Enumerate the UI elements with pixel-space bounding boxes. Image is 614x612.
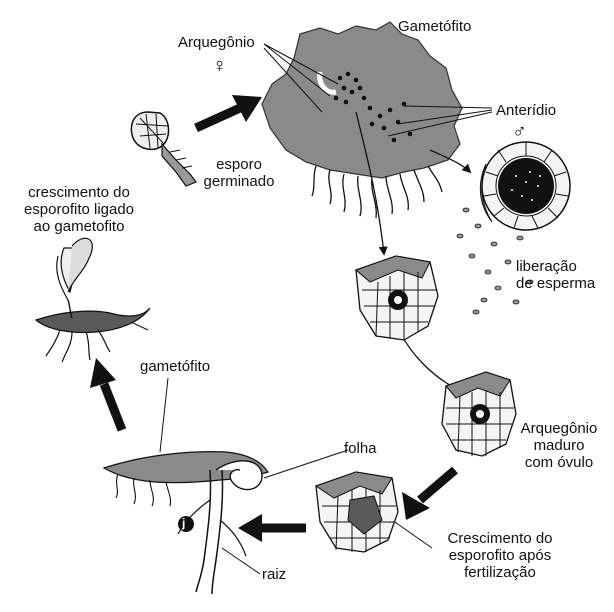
label-raiz: raiz (262, 566, 286, 583)
label-arquegonio: Arquegônio (178, 34, 255, 51)
archegonium-young (356, 256, 438, 340)
label-esporo-line2: germinado (196, 173, 282, 190)
label-liberacao-esperma: liberação de esperma (516, 258, 595, 292)
marker-letter: j (182, 515, 185, 532)
germinated-spore (131, 112, 196, 186)
label-liberacao-line1: liberação (516, 258, 595, 275)
female-symbol: ♀ (212, 56, 227, 76)
sporophyte-on-gametophyte (36, 238, 150, 362)
label-crescimento-line2: esporofito ligado (6, 201, 152, 218)
archegonium-mature (442, 372, 516, 456)
cycle-arrow-left (90, 358, 122, 430)
label-crescimento-esporofito: crescimento do esporofito ligado ao game… (6, 184, 152, 235)
marker-dot (178, 516, 194, 532)
label-arq-maduro-line3: com óvulo (514, 454, 604, 471)
archegonium-fertilized (316, 472, 398, 552)
gametophyte-top (262, 22, 462, 218)
label-anteridio: Anterídio (496, 102, 556, 119)
label-gametofito-bottom: gametófito (140, 358, 210, 375)
male-symbol: ♂ (512, 122, 527, 142)
label-liberacao-line2: de esperma (516, 275, 595, 292)
cycle-arrow-right-bottom (402, 470, 455, 520)
label-crescimento-fertilizacao: Crescimento do esporofito após fertiliza… (436, 530, 564, 581)
label-folha: folha (344, 440, 377, 457)
label-esporo-germinado: esporo germinado (196, 156, 282, 190)
label-cresc-fert-line3: fertilização (436, 564, 564, 581)
antheridium (480, 142, 570, 230)
label-arq-maduro-line2: maduro (514, 437, 604, 454)
label-arq-maduro-line1: Arquegônio (514, 420, 604, 437)
label-esporo-line1: esporo (196, 156, 282, 173)
label-arquegonio-maduro: Arquegônio maduro com óvulo (514, 420, 604, 471)
cycle-arrow-bottom (238, 514, 306, 542)
label-cresc-fert-line2: esporofito após (436, 547, 564, 564)
label-gametofito-top: Gametófito (398, 18, 471, 35)
cycle-arrow-top (196, 95, 262, 128)
label-crescimento-line1: crescimento do (6, 184, 152, 201)
label-cresc-fert-line1: Crescimento do (436, 530, 564, 547)
label-crescimento-line3: ao gametofito (6, 218, 152, 235)
